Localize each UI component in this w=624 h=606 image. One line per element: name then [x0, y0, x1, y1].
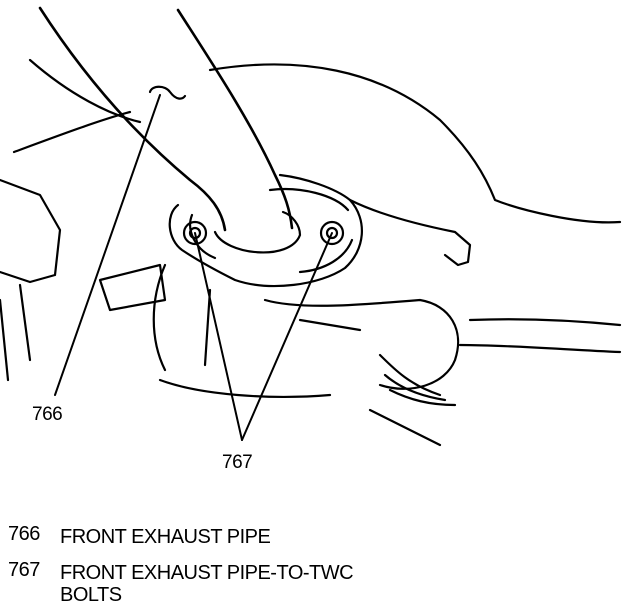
heat-shield — [348, 198, 472, 267]
leader-766 — [54, 94, 161, 396]
legend-description-line-1: FRONT EXHAUST PIPE-TO-TWC — [60, 562, 354, 584]
left-frame-rail — [0, 283, 32, 382]
twc-shell — [158, 318, 362, 398]
flange-inner — [189, 213, 354, 274]
support-bracket — [98, 263, 167, 312]
body-panel-outline — [12, 63, 622, 224]
bolt-right-head — [325, 226, 339, 240]
outlet-pipe — [368, 353, 457, 447]
exhaust-illustration — [0, 6, 622, 447]
callout-767: 767 — [222, 452, 253, 473]
leader-767-left — [194, 232, 243, 441]
legend-description-line-2: BOLTS — [60, 584, 122, 606]
floor-pan-line — [28, 58, 142, 124]
legend-item-766: 766 FRONT EXHAUST PIPE — [8, 523, 608, 549]
bolt-left — [182, 220, 208, 246]
left-bracket — [0, 178, 62, 284]
front-exhaust-pipe — [38, 6, 294, 232]
legend-number: 766 — [8, 523, 40, 545]
pipe-collar — [213, 210, 302, 254]
hanger — [148, 85, 187, 100]
legend-item-767: 767 FRONT EXHAUST PIPE-TO-TWC BOLTS — [8, 559, 608, 606]
legend-number: 767 — [8, 559, 40, 581]
legend-description: FRONT EXHAUST PIPE — [60, 526, 271, 548]
frame-rail-right — [458, 318, 622, 354]
leader-767-right — [241, 232, 333, 441]
callout-766: 766 — [32, 404, 63, 425]
bolt-left-head — [188, 226, 202, 240]
bolt-right — [319, 220, 345, 246]
